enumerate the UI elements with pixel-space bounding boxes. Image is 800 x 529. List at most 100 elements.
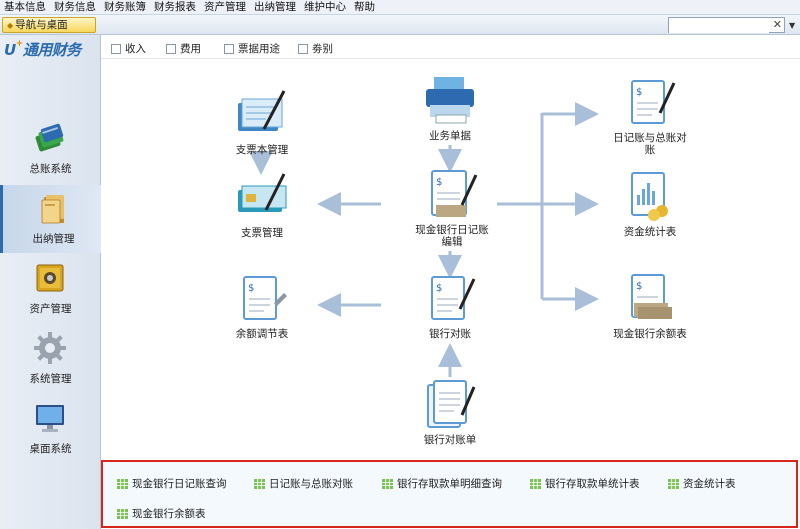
quick-link-fund-stats[interactable]: 资金统计表 — [668, 476, 736, 491]
cheque-icon — [238, 173, 287, 212]
node-label: 业务单据 — [429, 130, 471, 142]
filter-bar: 收入 费用 票据用途 劵别 — [101, 35, 800, 59]
node-label-line2: 编辑 — [441, 236, 463, 248]
node-journal-ledger-reconcile[interactable]: $ 日记账与总账对 账 — [607, 77, 693, 156]
sidebar-item-label: 桌面系统 — [29, 443, 72, 455]
sidebar-item-cashier[interactable]: 出纳管理 — [0, 185, 101, 253]
sidebar-item-general-ledger[interactable]: 总账系统 — [0, 115, 101, 183]
filter-expense[interactable]: 费用 — [166, 41, 201, 56]
node-label: 现金银行余额表 — [613, 328, 687, 340]
chevron-down-icon[interactable]: ▼ — [789, 21, 796, 30]
checkbox[interactable] — [298, 43, 308, 54]
diamond-icon: ◆ — [7, 21, 14, 30]
grid-icon — [382, 478, 393, 489]
node-cash-bank-balance[interactable]: $ 现金银行余额表 — [605, 273, 695, 340]
quick-link-label: 现金银行日记账查询 — [132, 478, 227, 490]
node-label: 日记账与总账对 — [613, 132, 687, 144]
flow-arrows — [249, 102, 599, 377]
menu-item-help[interactable]: 帮助 — [354, 1, 375, 13]
svg-text:$: $ — [436, 283, 442, 294]
svg-text:$: $ — [636, 87, 642, 98]
node-label: 银行对账单 — [423, 434, 477, 446]
node-journal-edit[interactable]: $ 现金银行日记账 编辑 — [409, 169, 495, 248]
safe-icon — [36, 264, 64, 292]
menu-item-asset-mgmt[interactable]: 资产管理 — [204, 1, 246, 13]
brand-logo: U+通用财务 — [4, 39, 81, 60]
filter-bill-purpose[interactable]: 票据用途 — [224, 41, 280, 56]
checkbox[interactable] — [111, 43, 121, 54]
node-balance-adjustment[interactable]: $ 余额调节表 — [225, 273, 299, 340]
quick-link-label: 日记账与总账对账 — [269, 478, 353, 490]
filter-label: 费用 — [180, 43, 201, 55]
grid-icon — [117, 478, 128, 489]
tab-label: 导航与桌面 — [15, 19, 68, 31]
grid-icon — [117, 508, 128, 519]
tab-bar: ◆导航与桌面 ✕ ▼ — [0, 15, 800, 35]
statement-icon — [427, 380, 476, 428]
node-bank-statement[interactable]: 银行对账单 — [415, 379, 485, 446]
node-label: 余额调节表 — [235, 328, 289, 340]
tab-navigation-desktop[interactable]: ◆导航与桌面 — [2, 17, 96, 33]
filter-income[interactable]: 收入 — [111, 41, 146, 56]
sidebar-item-asset[interactable]: 资产管理 — [0, 255, 101, 323]
search-box: ✕ — [668, 17, 785, 33]
grid-icon — [530, 478, 541, 489]
balance-sheet-icon: $ — [243, 276, 287, 320]
svg-text:$: $ — [636, 281, 642, 292]
filter-label: 票据用途 — [238, 43, 280, 55]
node-fund-statistics[interactable]: 资金统计表 — [613, 171, 687, 238]
gear-icon — [34, 332, 66, 364]
journal-icon: $ — [431, 170, 478, 217]
node-label: 支票本管理 — [235, 144, 289, 156]
folder-icon — [41, 195, 64, 224]
quick-link-journal-ledger[interactable]: 日记账与总账对账 — [254, 476, 353, 491]
sidebar-item-desktop[interactable]: 桌面系统 — [0, 395, 101, 463]
node-cheque-book[interactable]: 支票本管理 — [229, 89, 295, 156]
brand-name: 通用财务 — [22, 41, 82, 59]
checkbox[interactable] — [224, 43, 234, 54]
quick-link-deposit-detail[interactable]: 银行存取款单明细查询 — [382, 476, 502, 491]
clear-icon[interactable]: ✕ — [772, 18, 782, 31]
svg-text:$: $ — [248, 283, 254, 294]
menu-item-finance-reports[interactable]: 财务报表 — [154, 1, 196, 13]
menu-item-finance-info[interactable]: 财务信息 — [54, 1, 96, 13]
quick-link-label: 资金统计表 — [683, 478, 736, 490]
checkbox[interactable] — [166, 43, 176, 54]
node-cheque[interactable]: 支票管理 — [229, 172, 295, 239]
node-label-line2: 账 — [644, 144, 656, 156]
menu-item-cashier-mgmt[interactable]: 出纳管理 — [254, 1, 296, 13]
ledger-icon: $ — [631, 80, 676, 124]
node-label: 支票管理 — [241, 227, 283, 239]
quick-link-label: 银行存取款单明细查询 — [397, 478, 502, 490]
svg-text:$: $ — [436, 177, 442, 188]
books-icon — [35, 123, 64, 152]
search-input[interactable] — [669, 18, 769, 33]
cheque-book-icon — [238, 90, 286, 131]
node-label: 银行对账 — [429, 328, 471, 340]
menu-item-finance-books[interactable]: 财务账簿 — [104, 1, 146, 13]
printer-icon — [426, 77, 474, 124]
sidebar-item-label: 总账系统 — [29, 163, 72, 175]
node-business-docs[interactable]: 业务单据 — [415, 75, 485, 142]
grid-icon — [254, 478, 265, 489]
filter-label: 收入 — [125, 43, 146, 55]
node-bank-reconcile[interactable]: $ 银行对账 — [419, 273, 481, 340]
quick-link-label: 银行存取款单统计表 — [545, 478, 640, 490]
fund-chart-icon — [631, 172, 668, 221]
brand-prefix: U — [4, 41, 16, 59]
menu-bar: 基本信息 财务信息 财务账簿 财务报表 资产管理 出纳管理 维护中心 帮助 — [0, 0, 800, 15]
quick-link-cash-balance[interactable]: 现金银行余额表 — [117, 506, 206, 521]
sidebar-item-label: 系统管理 — [29, 373, 72, 385]
cashier-flow-diagram: 支票本管理 支票管理 $ 余额调节表 业务单据 $ — [101, 59, 800, 456]
menu-item-basic-info[interactable]: 基本信息 — [4, 1, 46, 13]
node-label: 现金银行日记账 — [415, 224, 489, 236]
quick-link-journal-query[interactable]: 现金银行日记账查询 — [117, 476, 227, 491]
quick-link-deposit-stats[interactable]: 银行存取款单统计表 — [530, 476, 640, 491]
filter-voucher-type[interactable]: 劵别 — [298, 41, 333, 56]
sidebar-item-label: 资产管理 — [29, 303, 72, 315]
sidebar-item-label: 出纳管理 — [32, 233, 75, 245]
filter-label: 劵别 — [312, 43, 333, 55]
sidebar-item-system[interactable]: 系统管理 — [0, 325, 101, 393]
menu-item-maintenance[interactable]: 维护中心 — [304, 1, 346, 13]
quick-links-panel: 现金银行日记账查询 日记账与总账对账 银行存取款单明细查询 银行存取款单统计表 … — [101, 460, 798, 528]
